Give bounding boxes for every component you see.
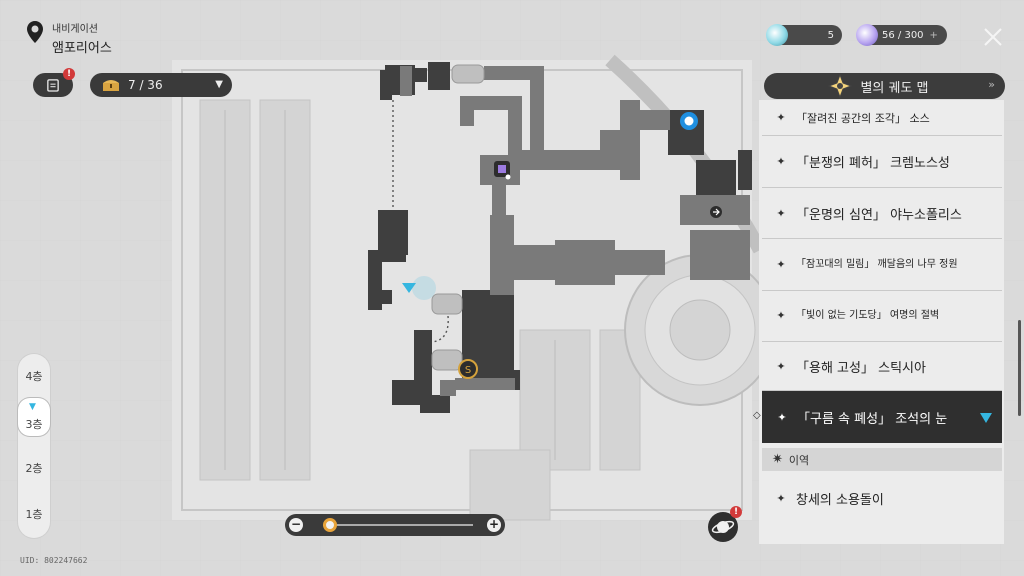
list-item-selected[interactable]: ✦ 「구름 속 폐성」 조석의 눈 [762, 391, 1002, 443]
stamina-counter[interactable]: 56 / 300 + [856, 24, 947, 46]
clipboard-icon [47, 79, 59, 92]
list-star-icon: ✦ [776, 309, 786, 322]
list-item[interactable]: ✦ 「분쟁의 폐허」 크렘노스성 [762, 136, 1002, 188]
list-star-icon: ✦ [776, 491, 786, 505]
section-label: 이역 [788, 453, 810, 467]
exit-arrow-icon [710, 206, 722, 218]
list-item[interactable]: ✦ 「용해 고성」 스틱시아 [762, 342, 1002, 391]
star-rail-map-button[interactable]: 별의 궤도 맵 » [764, 73, 1005, 99]
currency-orb-icon [766, 24, 788, 46]
user-id: UID: 802247662 [20, 556, 88, 565]
space-anchor-icon [494, 161, 511, 180]
list-item[interactable]: ✦ 「잠꼬대의 밀림」 깨달음의 나무 정원 [762, 239, 1002, 291]
zoom-in-button[interactable]: + [487, 517, 501, 532]
list-item-label: 「빛이 없는 기도당」 여명의 절벽 [796, 310, 940, 321]
list-item-label: 「잘려진 공간의 조각」 소스 [796, 111, 930, 125]
orbit-alert-badge: ! [730, 506, 742, 518]
stamina-add-button[interactable]: + [929, 29, 938, 41]
zoom-slider-thumb[interactable] [322, 518, 337, 532]
zoom-track[interactable] [323, 524, 473, 526]
list-star-icon: ✦ [776, 155, 786, 168]
treasure-counter-dropdown[interactable]: 7 / 36 ▼ [90, 73, 232, 97]
teleport-waypoint-icon [680, 112, 698, 130]
list-item[interactable]: ✦ 「잘려진 공간의 조각」 소스 [762, 100, 1002, 136]
list-star-icon: ✦ [776, 111, 786, 124]
chevron-down-icon: ▼ [215, 79, 223, 90]
currency-value: 5 [827, 29, 834, 41]
zoom-control[interactable]: − + [285, 514, 505, 536]
list-item-label: 「용해 고성」 스틱시아 [796, 360, 926, 376]
floor-selector[interactable]: 4층 ▼ 3층 2층 1층 [18, 354, 50, 538]
list-item[interactable]: ✦ 「빛이 없는 기도당」 여명의 절벽 [762, 291, 1002, 342]
planet-icon [711, 520, 735, 534]
section-header-other-realm: ✷ 이역 [762, 448, 1002, 471]
list-item-label: 「분쟁의 폐허」 크렘노스성 [796, 156, 950, 171]
list-item-label: 「운명의 심연」 야누소폴리스 [796, 207, 962, 223]
floor-4[interactable]: 4층 [25, 370, 43, 383]
asterisk-icon: ✷ [772, 452, 783, 467]
selection-pointer-icon: ◇ [753, 410, 761, 421]
list-star-icon: ✦ [776, 359, 786, 373]
floor-label: 3층 [25, 418, 43, 431]
shop-icon: S [458, 359, 478, 379]
list-item-label: 「잠꼬대의 밀림」 깨달음의 나무 정원 [796, 258, 958, 270]
list-star-icon: ✦ [776, 257, 786, 271]
list-item-label: 창세의 소용돌이 [796, 492, 884, 508]
location-name: 앰포리어스 [52, 41, 112, 56]
close-icon[interactable] [980, 24, 1006, 50]
svg-text:S: S [465, 365, 471, 376]
treasure-count: 7 / 36 [128, 78, 163, 92]
floor-marker-icon: ▼ [29, 402, 36, 412]
chevron-right-icon: » [988, 78, 995, 91]
list-item-label: 「구름 속 폐성」 조석의 눈 [797, 411, 948, 427]
list-star-icon: ✦ [776, 206, 786, 220]
currency-counter[interactable]: 5 [766, 24, 842, 46]
navigation-label: 내비게이션 [52, 24, 98, 35]
list-item[interactable]: ✦ 창세의 소용돌이 [762, 472, 1002, 524]
treasure-chest-icon [103, 80, 119, 91]
floor-2[interactable]: 2층 [25, 462, 43, 475]
list-item[interactable]: ✦ 「운명의 심연」 야누소폴리스 [762, 188, 1002, 239]
panel-scrollbar[interactable] [1018, 320, 1021, 416]
trailblaze-power-icon [856, 24, 878, 46]
zoom-out-button[interactable]: − [289, 517, 303, 532]
selected-marker-icon [980, 413, 992, 423]
list-star-icon: ✦ [777, 410, 787, 424]
map-pin-icon [27, 21, 43, 43]
compass-star-icon [828, 74, 852, 98]
region-list[interactable]: ✦ 「잘려진 공간의 조각」 소스 ✦ 「분쟁의 폐허」 크렘노스성 ✦ 「운명… [759, 100, 1004, 544]
mission-alert-badge: ! [63, 68, 75, 80]
player-marker-icon [402, 276, 436, 300]
stamina-value: 56 / 300 [882, 29, 924, 41]
floor-1[interactable]: 1층 [25, 508, 43, 521]
panel-title: 별의 궤도 맵 [860, 80, 929, 96]
floor-3-selected[interactable]: ▼ 3층 [18, 398, 50, 436]
location-header: 내비게이션 앰포리어스 [26, 20, 112, 56]
